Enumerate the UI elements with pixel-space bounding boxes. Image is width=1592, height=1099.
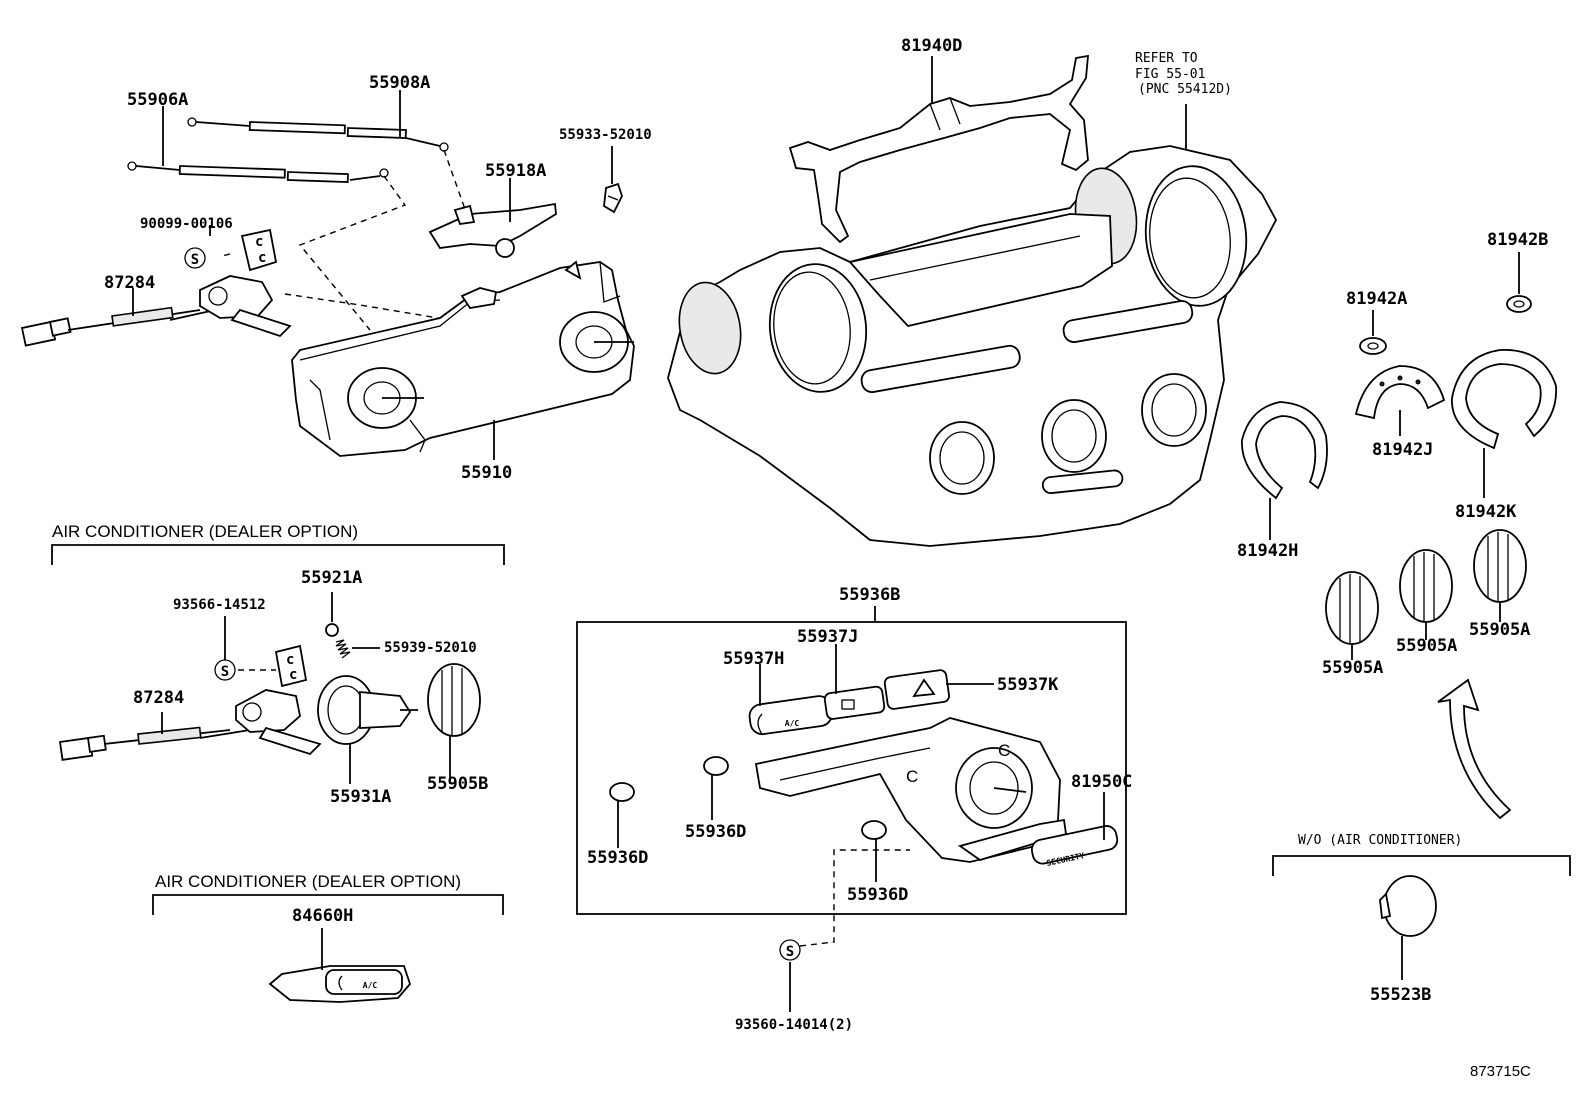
- svg-text:c: c: [255, 234, 263, 250]
- leader-lines-top-left: [162, 90, 401, 166]
- section-label-wo-ac: W/O (AIR CONDITIONER): [1298, 833, 1462, 848]
- label-87284-top: 87284: [104, 273, 155, 293]
- c-mark-2: C: [998, 741, 1010, 760]
- label-81950C: 81950C: [1071, 772, 1132, 792]
- label-55918A: 55918A: [485, 161, 546, 181]
- switch-frame: C C: [754, 717, 1068, 863]
- bracket-top: c c: [240, 228, 278, 272]
- label-55905A-3: 55905A: [1469, 620, 1530, 640]
- label-81942J: 81942J: [1372, 440, 1433, 460]
- section-label-ac-dealer-option-2: AIR CONDITIONER (DEALER OPTION): [155, 872, 461, 891]
- label-81942A: 81942A: [1346, 289, 1407, 309]
- label-55905B: 55905B: [427, 774, 488, 794]
- label-81942B: 81942B: [1487, 230, 1548, 250]
- lever-55918A: [428, 202, 557, 258]
- label-55931A: 55931A: [330, 787, 391, 807]
- label-93560-14014: 93560-14014(2): [735, 1017, 853, 1033]
- label-81942K: 81942K: [1455, 502, 1517, 522]
- refer-note-line3: (PNC 55412D): [1138, 82, 1232, 97]
- knob-55905B: [427, 663, 481, 737]
- direction-arrow: [1437, 678, 1512, 820]
- ring-81942B: [1506, 295, 1532, 313]
- svg-text:S: S: [221, 664, 229, 680]
- svg-text:c: c: [289, 667, 297, 683]
- refer-note-line1: REFER TO: [1135, 51, 1198, 66]
- label-81942H: 81942H: [1237, 541, 1298, 561]
- switch-group-box: [576, 621, 1127, 915]
- plug-55936D-right: [861, 820, 887, 840]
- ring-81942H: [1241, 401, 1328, 500]
- label-90099-00106: 90099-00106: [140, 216, 233, 232]
- plug-55936D-left: [609, 782, 635, 802]
- label-55939-52010: 55939-52010: [384, 640, 477, 656]
- screw-symbol-mid: S: [214, 659, 236, 681]
- section-bracket-ac-1: [51, 544, 505, 565]
- label-55937K: 55937K: [997, 675, 1059, 695]
- label-55933-52010: 55933-52010: [559, 127, 652, 143]
- svg-text:S: S: [191, 252, 199, 268]
- harness-87284-bottom: [58, 689, 322, 761]
- button-55937K: [883, 669, 950, 710]
- dashed-guide-bottom: [799, 849, 910, 947]
- label-55936D-mid: 55936D: [685, 822, 746, 842]
- harness-87284-top: [20, 275, 292, 347]
- bracket-mid: c c: [274, 644, 308, 688]
- knob-55905A-3: [1473, 529, 1527, 603]
- cap-55523B: [1379, 875, 1437, 937]
- refer-note-line2: FIG 55-01: [1135, 67, 1205, 82]
- ball-55921A: [325, 623, 339, 637]
- ring-81942A: [1359, 337, 1387, 355]
- screw-symbol-top: S: [184, 247, 206, 269]
- knob-55905A-2: [1399, 549, 1453, 623]
- switch-55931A: [317, 675, 418, 745]
- label-55523B: 55523B: [1370, 985, 1431, 1005]
- label-87284-bottom: 87284: [133, 688, 184, 708]
- svg-text:c: c: [286, 652, 294, 668]
- c-mark-1: C: [906, 767, 918, 786]
- label-55937J: 55937J: [797, 627, 858, 647]
- label-55906A: 55906A: [127, 90, 188, 110]
- clip-55933: [603, 182, 623, 214]
- label-55936D-left: 55936D: [587, 848, 648, 868]
- label-55905A-2: 55905A: [1396, 636, 1457, 656]
- label-55908A: 55908A: [369, 73, 430, 93]
- label-93566-14512: 93566-14512: [173, 597, 266, 613]
- section-bracket-ac-2: [152, 894, 504, 915]
- label-55936B: 55936B: [839, 585, 900, 605]
- svg-text:S: S: [786, 944, 794, 960]
- control-assembly-55910: [291, 260, 635, 457]
- bezel-bracket-81940D: [788, 54, 1090, 244]
- ac-text-84660H: A/C: [363, 981, 378, 990]
- control-cables: [127, 117, 449, 184]
- spring-55939: [335, 639, 351, 659]
- label-55921A: 55921A: [301, 568, 362, 588]
- svg-text:c: c: [258, 250, 266, 266]
- dial-ring-81942J: [1354, 365, 1446, 420]
- ring-81942K: [1451, 349, 1557, 450]
- diagram-id: 873715C: [1470, 1063, 1531, 1080]
- plug-55936D-mid: [703, 756, 729, 776]
- screw-symbol-bottom: S: [779, 939, 801, 961]
- label-55905A-1: 55905A: [1322, 658, 1383, 678]
- button-55937J: [823, 685, 886, 720]
- center-bezel-cluster: [667, 145, 1278, 547]
- label-55936D-right: 55936D: [847, 885, 908, 905]
- label-81940D: 81940D: [901, 36, 962, 56]
- label-84660H: 84660H: [292, 906, 353, 926]
- knob-55905A-1: [1325, 571, 1379, 645]
- ac-text-55937H: A/C: [785, 719, 800, 728]
- section-label-ac-dealer-option-1: AIR CONDITIONER (DEALER OPTION): [52, 522, 358, 541]
- switch-84660H: A/C: [268, 965, 412, 1003]
- label-55937H: 55937H: [723, 649, 784, 669]
- label-55910: 55910: [461, 463, 512, 483]
- section-bracket-wo-ac: [1272, 855, 1571, 876]
